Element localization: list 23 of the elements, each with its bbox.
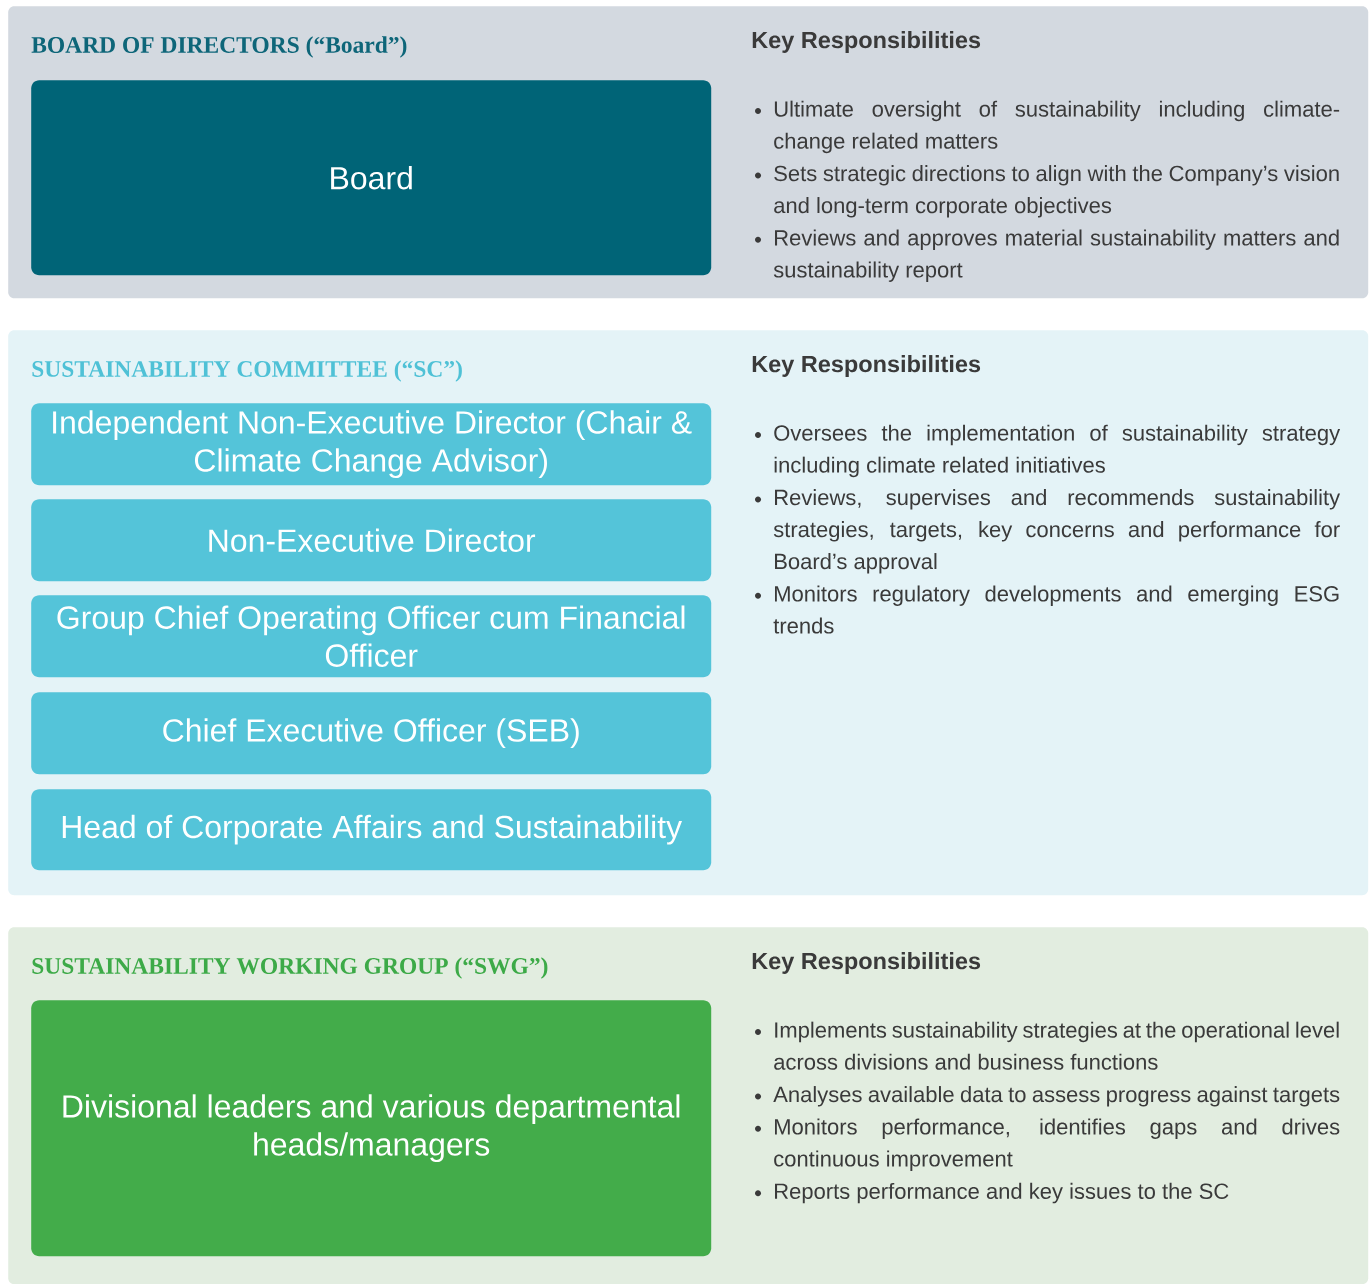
column-heading: Key Responsibilities [752, 355, 981, 377]
bullet-item: Oversees the implementation of sustainability strategy including climate related initiatives [774, 424, 1341, 478]
section-heading: SUSTAINABILITY WORKING GROUP (“SWG”) [32, 957, 548, 979]
bullet-item: Monitors regulatory developments and emerging ESG trends [773, 585, 1339, 634]
role-box: Chief Executive Officer (SEB) [31, 692, 712, 775]
bullet-item: Analyses available data to assess progress against targets [773, 1086, 1340, 1107]
section-heading: BOARD OF DIRECTORS (“Board”) [31, 36, 407, 58]
role-box: Divisional leaders and various departmental heads/managers [31, 1000, 712, 1257]
bullet-item: Sets strategic directions to align with the Company’s vision and long-term corporate objectives [774, 165, 1339, 218]
role-box: Independent Non-Executive Director (Chair & Climate Change Advisor) [31, 403, 712, 486]
column-heading: Key Responsibilities [752, 31, 981, 53]
bullet-item: Reports performance and key issues to the SC [775, 1182, 1229, 1204]
section-heading: SUSTAINABILITY COMMITTEE (“SC”) [32, 360, 462, 382]
column-heading: Key Responsibilities [752, 952, 981, 974]
bullet-item: Reviews and approves material sustainability matters and sustainability report [773, 229, 1339, 282]
bullet-item: Monitors performance, identifies gaps and drives continuous improvement [774, 1118, 1340, 1171]
role-box: Non-Executive Director [31, 499, 712, 582]
bullet-item: Ultimate oversight of sustainability including climate-change related matters [774, 100, 1340, 154]
role-box: Group Chief Operating Officer cum Financial Officer [31, 595, 712, 678]
bullet-item: Reviews, supervises and recommends sustainability strategies, targets, key concerns and performance for Board’s approval [773, 489, 1341, 574]
role-box: Board [31, 80, 712, 276]
bullet-item: Implements sustainability strategies at the operational level across divisions and business functions [774, 1021, 1339, 1070]
role-box: Head of Corporate Affairs and Sustainability [31, 789, 712, 871]
